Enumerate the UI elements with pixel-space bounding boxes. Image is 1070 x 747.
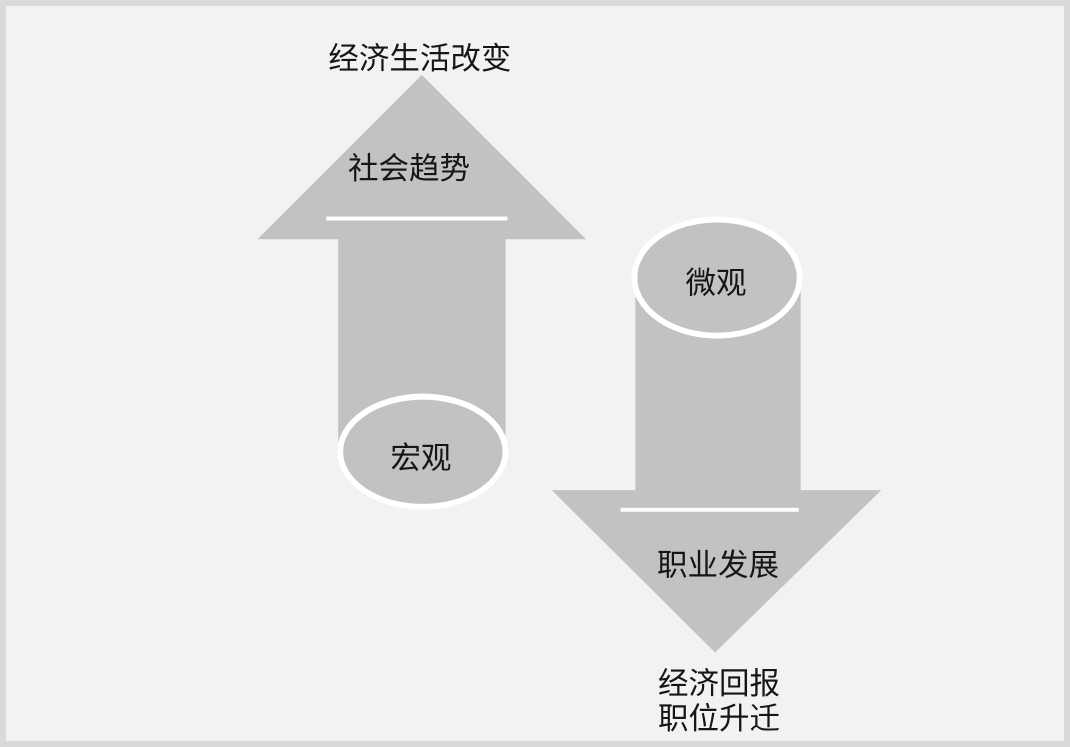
down-arrow bbox=[551, 277, 882, 653]
up-arrow-top-label: 经济生活改变 bbox=[328, 42, 511, 76]
up-arrow-divider-line bbox=[326, 216, 508, 221]
macro-ellipse bbox=[337, 393, 509, 510]
up-arrow bbox=[257, 74, 587, 455]
micro-ellipse bbox=[631, 216, 803, 339]
diagram-canvas: 经济生活改变 社会趋势 宏观 微观 职业发展 经济回报 职位升迁 bbox=[257, 42, 882, 736]
up-arrow-head-label: 社会趋势 bbox=[348, 152, 470, 186]
down-arrow-head-label: 职业发展 bbox=[657, 549, 779, 583]
down-arrow-bottom-label-line2: 职位升迁 bbox=[658, 702, 780, 736]
down-arrow-divider-line bbox=[620, 507, 799, 512]
micro-label: 微观 bbox=[686, 266, 747, 300]
macro-label: 宏观 bbox=[390, 441, 451, 475]
down-arrow-bottom-label-line1: 经济回报 bbox=[658, 667, 780, 701]
